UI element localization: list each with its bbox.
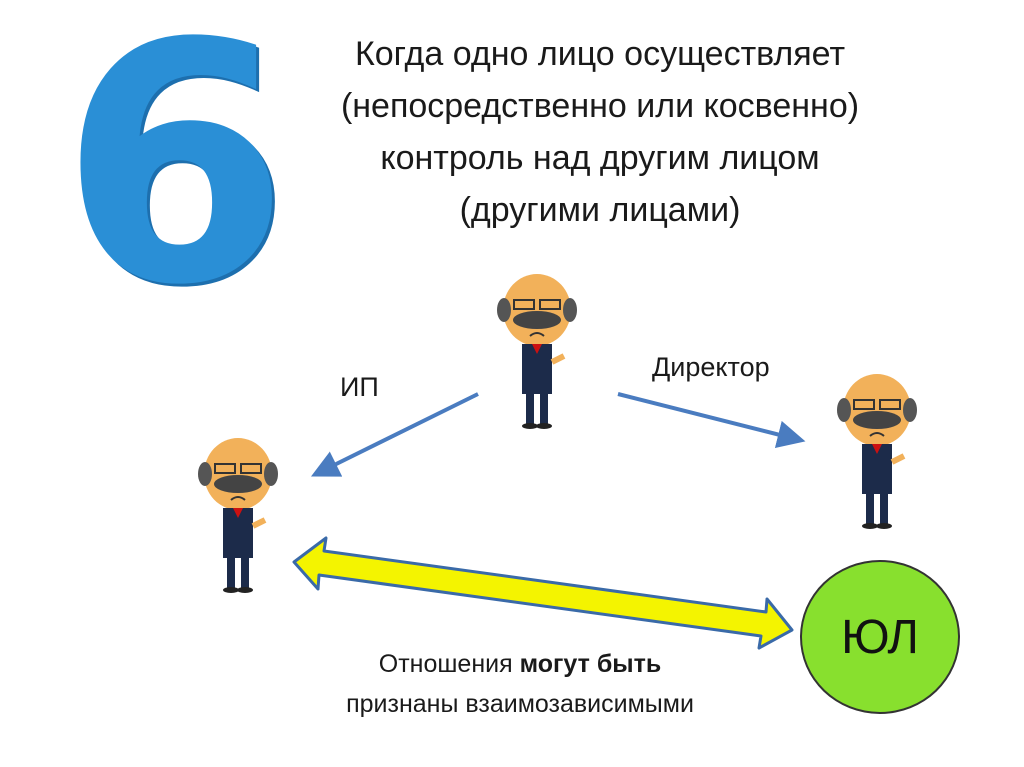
title-line: (непосредственно или косвенно) xyxy=(340,87,860,125)
person-ip-image xyxy=(198,438,278,593)
slide-title: Когда одно лицо осуществляет (непосредст… xyxy=(270,28,930,236)
arrow-to-ip xyxy=(310,392,479,477)
person-controller-image xyxy=(497,274,577,429)
caption-line-1: Отношения могут быть xyxy=(280,644,760,684)
arrow-to-director xyxy=(617,392,806,449)
legal-entity-circle: ЮЛ xyxy=(800,560,960,714)
legal-entity-label: ЮЛ xyxy=(841,610,919,664)
title-line: контроль над другим лицом xyxy=(380,139,820,177)
title-line: Когда одно лицо осуществляет xyxy=(354,35,846,73)
caption-bold-text: могут быть xyxy=(519,650,662,678)
label-ip: ИП xyxy=(340,372,379,402)
title-line: (другими лицами) xyxy=(459,191,741,229)
caption: Отношения могут быть признаны взаимозави… xyxy=(280,644,760,724)
slide-number: 6 xyxy=(60,0,290,357)
mutual-relation-double-arrow xyxy=(292,536,794,650)
person-director-image xyxy=(837,374,917,529)
label-director: Директор xyxy=(652,352,770,382)
caption-text: Отношения xyxy=(378,650,520,678)
caption-line-2: признаны взаимозависимыми xyxy=(346,690,694,718)
